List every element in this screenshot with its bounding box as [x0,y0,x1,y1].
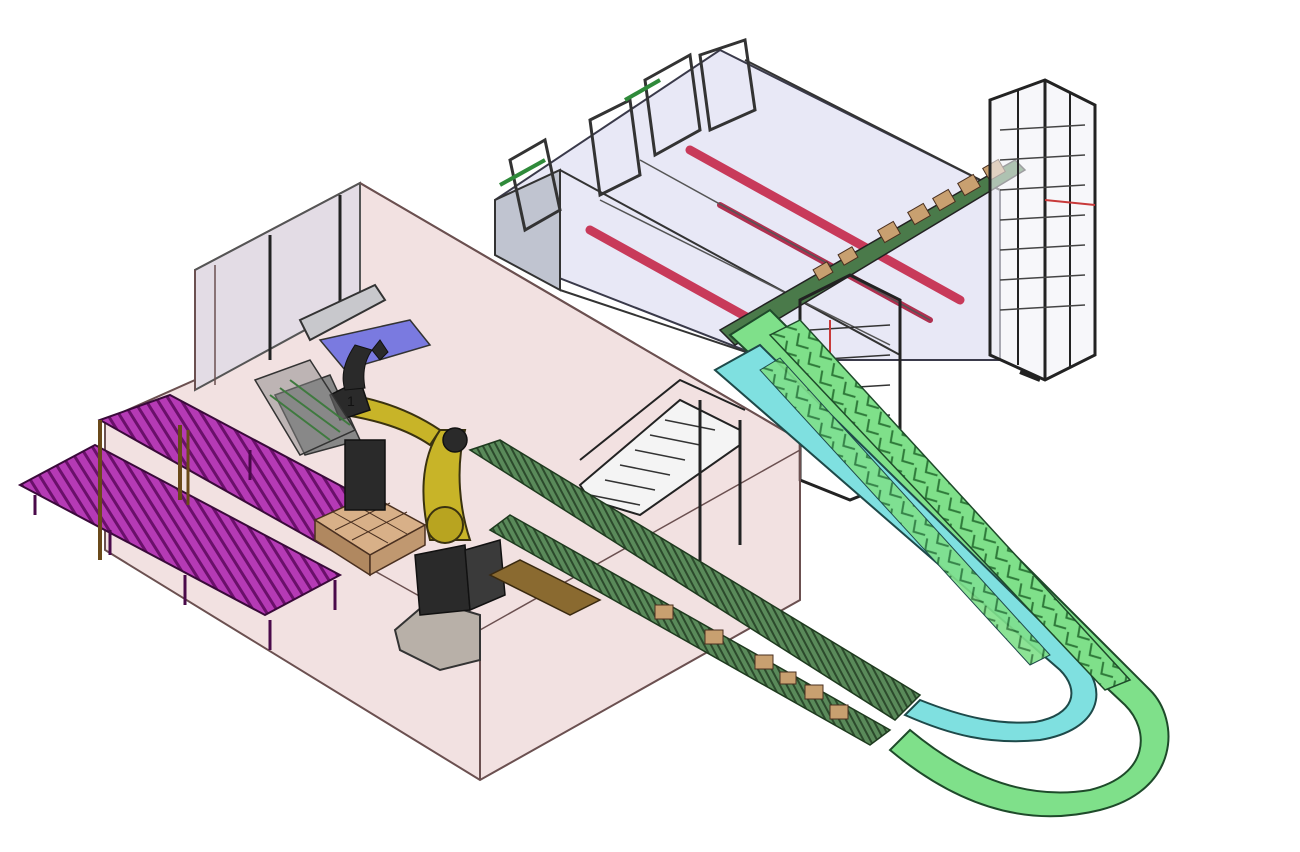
gripper-table [253,359,602,616]
access-stairs [578,378,746,570]
pallet-load-boxes [313,494,427,577]
upper-transfer-conveyor [718,158,1027,346]
infeed-conveyor [468,439,922,746]
spiral-conveyor [713,308,1170,818]
packing-machine [493,38,1001,361]
robot-marker-label: 1 [347,393,355,409]
palletizing-robot: 1 [329,339,506,672]
vertical-lift-tower [988,78,1097,382]
